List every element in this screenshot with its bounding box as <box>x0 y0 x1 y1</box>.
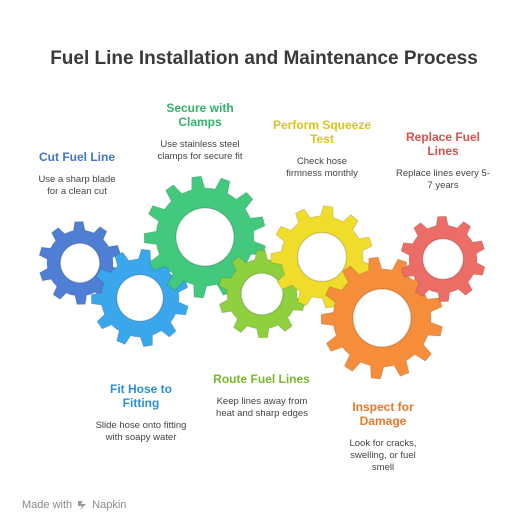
step-title: Cut Fuel Line <box>39 150 115 164</box>
step-title: Inspect for Damage <box>352 400 414 428</box>
step-description: Keep lines away from heat and sharp edge… <box>216 396 308 419</box>
gear-hole <box>421 237 465 281</box>
step-description: Slide hose onto fitting with soapy water <box>95 420 187 443</box>
step-description: Use stainless steel clamps for secure fi… <box>157 139 243 162</box>
step-description: Use a sharp blade for a clean cut <box>38 174 116 197</box>
step-title: Replace Fuel Lines <box>405 130 481 158</box>
step-inspect-damage: Inspect for Damage Look for cracks, swel… <box>328 400 438 474</box>
step-squeeze-test: Perform Squeeze Test Check hose firmness… <box>267 118 377 180</box>
step-fit-hose: Fit Hose to Fitting Slide hose onto fitt… <box>86 382 196 444</box>
step-cut-fuel-line: Cut Fuel Line Use a sharp blade for a cl… <box>22 150 132 198</box>
gear-hole <box>352 288 412 348</box>
gear-icon <box>218 249 306 339</box>
step-title: Perform Squeeze Test <box>272 118 372 146</box>
gear-icon <box>320 256 443 380</box>
gear-icon <box>400 215 486 303</box>
gear-icon <box>270 205 374 309</box>
step-title: Route Fuel Lines <box>213 372 310 386</box>
gear-hole <box>296 231 348 283</box>
step-title: Secure with Clamps <box>166 101 234 129</box>
gear-hole <box>240 272 284 316</box>
step-description: Check hose firmness monthly <box>286 156 358 179</box>
step-description: Look for cracks, swelling, or fuel smell <box>349 438 417 473</box>
gear-hole <box>116 274 164 322</box>
step-route-fuel-lines: Route Fuel Lines Keep lines away from he… <box>204 372 319 420</box>
gear-hole <box>59 242 101 284</box>
gear-hole <box>175 207 235 267</box>
gear-icon <box>90 248 189 348</box>
diagram-title: Fuel Line Installation and Maintenance P… <box>50 48 478 69</box>
step-description: Replace lines every 5-7 years <box>396 168 490 191</box>
made-with-label: Made with <box>22 499 73 511</box>
gear-icon <box>38 221 122 305</box>
step-secure-clamps: Secure with Clamps Use stainless steel c… <box>145 101 255 163</box>
napkin-brand-label: Napkin <box>92 499 127 511</box>
napkin-logo-icon <box>78 501 87 510</box>
step-title: Fit Hose to Fitting <box>110 382 172 410</box>
made-with-napkin: Made with Napkin <box>22 499 126 511</box>
step-replace-lines: Replace Fuel Lines Replace lines every 5… <box>388 130 498 192</box>
